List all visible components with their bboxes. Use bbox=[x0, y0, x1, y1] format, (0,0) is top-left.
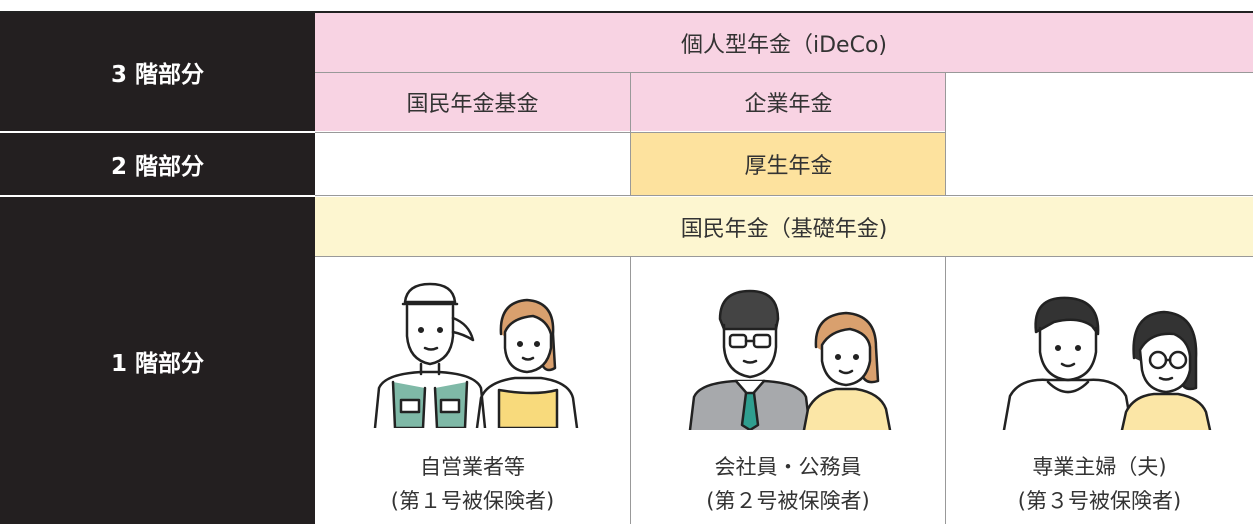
kokumin-nenkin-band: 国民年金（基礎年金) bbox=[315, 197, 1253, 256]
group-1-title: 自営業者等 bbox=[420, 455, 525, 479]
tier-divider bbox=[0, 131, 315, 133]
grid-line bbox=[945, 73, 946, 196]
tier-1-text: 1 階部分 bbox=[110, 350, 204, 377]
group-2-caption: 会社員・公務員 (第２号被保険者) bbox=[631, 450, 945, 518]
kokumin-kikin-band: 国民年金基金 bbox=[315, 73, 630, 131]
kosei-nenkin-band: 厚生年金 bbox=[631, 133, 946, 195]
grid-line bbox=[315, 72, 1253, 73]
ideco-label: 個人型年金（iDeCo) bbox=[681, 32, 887, 58]
grid-line bbox=[630, 257, 631, 524]
grid-line bbox=[315, 256, 1253, 257]
grid-line bbox=[315, 195, 1253, 196]
group-3-sub: (第３号被保険者) bbox=[1017, 489, 1182, 513]
group-1-sub: (第１号被保険者) bbox=[390, 489, 555, 513]
top-border bbox=[0, 11, 1253, 13]
kigyo-nenkin-label: 企業年金 bbox=[744, 92, 833, 117]
tier-3-text: 3 階部分 bbox=[110, 62, 204, 88]
tier-2-label: 2 階部分 bbox=[0, 133, 315, 195]
grid-line bbox=[945, 257, 946, 524]
employee-illustration bbox=[688, 289, 892, 430]
kigyo-nenkin-band: 企業年金 bbox=[631, 73, 946, 131]
tier-divider bbox=[0, 195, 315, 197]
group-2-title: 会社員・公務員 bbox=[714, 455, 862, 479]
kokumin-kikin-label: 国民年金基金 bbox=[406, 92, 539, 117]
group-1-caption: 自営業者等 (第１号被保険者) bbox=[315, 450, 630, 518]
tier-2-text: 2 階部分 bbox=[110, 154, 204, 180]
spouse-illustration bbox=[1002, 296, 1212, 430]
tier-1-label: 1 階部分 bbox=[0, 197, 315, 524]
group-2-sub: (第２号被保険者) bbox=[706, 489, 870, 513]
group-3-caption: 専業主婦（夫) (第３号被保険者) bbox=[946, 450, 1253, 518]
grid-line bbox=[630, 73, 631, 196]
ideco-band: 個人型年金（iDeCo) bbox=[315, 13, 1253, 72]
kosei-nenkin-label: 厚生年金 bbox=[744, 154, 833, 179]
self-employed-illustration bbox=[373, 282, 579, 428]
group-3-title: 専業主婦（夫) bbox=[1032, 455, 1167, 479]
tier-3-label: 3 階部分 bbox=[0, 13, 315, 131]
kokumin-nenkin-label: 国民年金（基礎年金) bbox=[680, 216, 888, 242]
